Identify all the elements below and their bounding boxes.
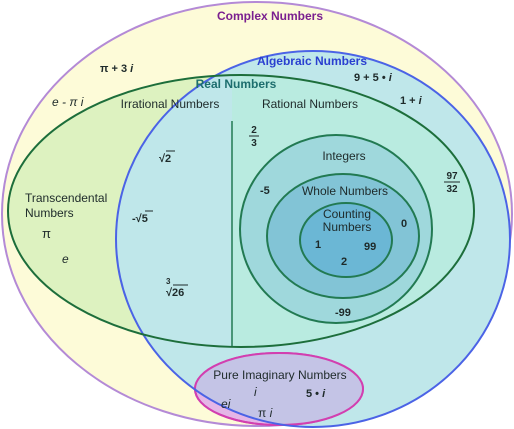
irrational-numbers-title: Irrational Numbers [121,97,220,111]
example-two: 2 [341,256,347,268]
counting-numbers-region [299,202,393,278]
example-e: e [62,252,69,266]
example-pi-i: π i [258,406,273,420]
complex-numbers-title: Complex Numbers [217,9,323,23]
example-i: i [254,385,257,399]
transcendental-title-line2: Numbers [25,206,74,220]
example-9-plus-5i: 9 + 5 • i [354,72,393,84]
example-ninety-nine: 99 [364,241,376,253]
algebraic-numbers-title: Algebraic Numbers [257,54,367,68]
example-cbrt-26: √26 [166,287,184,299]
real-numbers-title: Real Numbers [196,77,277,91]
example-pi-plus-3i: π + 3 i [100,63,134,75]
example-zero: 0 [401,218,407,230]
rational-numbers-title: Rational Numbers [262,97,358,111]
example-neg-99: -99 [335,307,351,319]
example-e-minus-pi-i: e - π i [52,95,84,109]
pure-imaginary-algebraic-overlap [195,353,363,425]
example-pi: π [42,226,51,241]
integers-title: Integers [322,149,365,163]
pure-imaginary-title: Pure Imaginary Numbers [213,368,346,382]
example-two-thirds-numerator: 2 [251,125,257,136]
real-numbers-outline [7,74,475,348]
example-neg-5: -5 [260,185,270,197]
counting-numbers-title-line2: Numbers [323,220,372,234]
example-97-32-numerator: 97 [446,171,458,182]
example-one: 1 [315,239,321,251]
example-97-32-denominator: 32 [446,184,458,195]
algebraic-numbers-outline [115,50,511,428]
example-sqrt-2: √2 [159,153,171,165]
counting-numbers-title-line1: Counting [323,207,371,221]
whole-numbers-title: Whole Numbers [302,184,388,198]
transcendental-title-line1: Transcendental [25,191,107,205]
example-two-thirds-denominator: 3 [251,138,257,149]
example-cbrt-26-index: 3 [166,277,171,286]
example-e-i: ei [221,397,231,411]
example-5i: 5 • i [306,388,326,400]
example-1-plus-i: 1 + i [400,95,423,107]
example-neg-sqrt-5: -√5 [132,213,148,225]
